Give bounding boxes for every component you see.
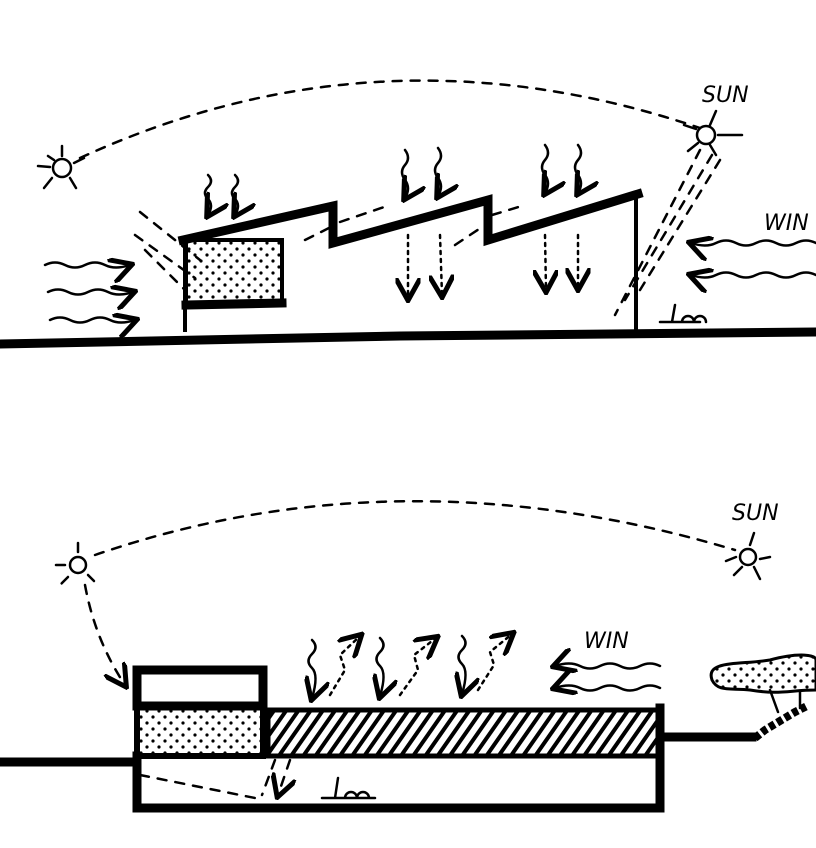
- ground-line: [0, 732, 757, 767]
- sun-ray: [83, 583, 125, 685]
- sun-icon: [682, 109, 744, 157]
- person-figure: [658, 303, 708, 324]
- sun-rays: [613, 148, 722, 317]
- light-path: [138, 773, 257, 800]
- sun-path-arc: [93, 500, 737, 557]
- wind-label: WIN: [764, 211, 809, 236]
- sawtooth-roof-section: SUN WIN: [0, 79, 816, 349]
- mezzanine-floor: [181, 298, 287, 310]
- person-figure: [320, 776, 377, 800]
- earth-sheltered-section: SUN WIN: [0, 500, 816, 813]
- green-roof-slab: [265, 707, 663, 759]
- wind-label: WIN: [584, 629, 629, 654]
- sun-icon: [36, 144, 86, 190]
- underground-room: [132, 703, 665, 813]
- sun-label: SUN: [702, 83, 749, 108]
- thermal-mass-block: [184, 238, 284, 305]
- thermal-mass-room: [134, 703, 266, 759]
- tree-icon: [709, 653, 816, 742]
- sun-label: SUN: [732, 501, 779, 526]
- wind-arrows: [43, 241, 816, 323]
- light-path: [262, 758, 290, 795]
- ground-line: [0, 327, 816, 349]
- daylight-arrows: [309, 634, 513, 698]
- daylight-arrows: [203, 143, 581, 298]
- upper-room: [132, 665, 268, 711]
- sun-icon: [54, 541, 96, 587]
- sawtooth-roof: [177, 188, 644, 249]
- sun-path-arc: [78, 79, 702, 160]
- wind-arrows: [555, 664, 662, 691]
- sun-icon: [724, 531, 772, 581]
